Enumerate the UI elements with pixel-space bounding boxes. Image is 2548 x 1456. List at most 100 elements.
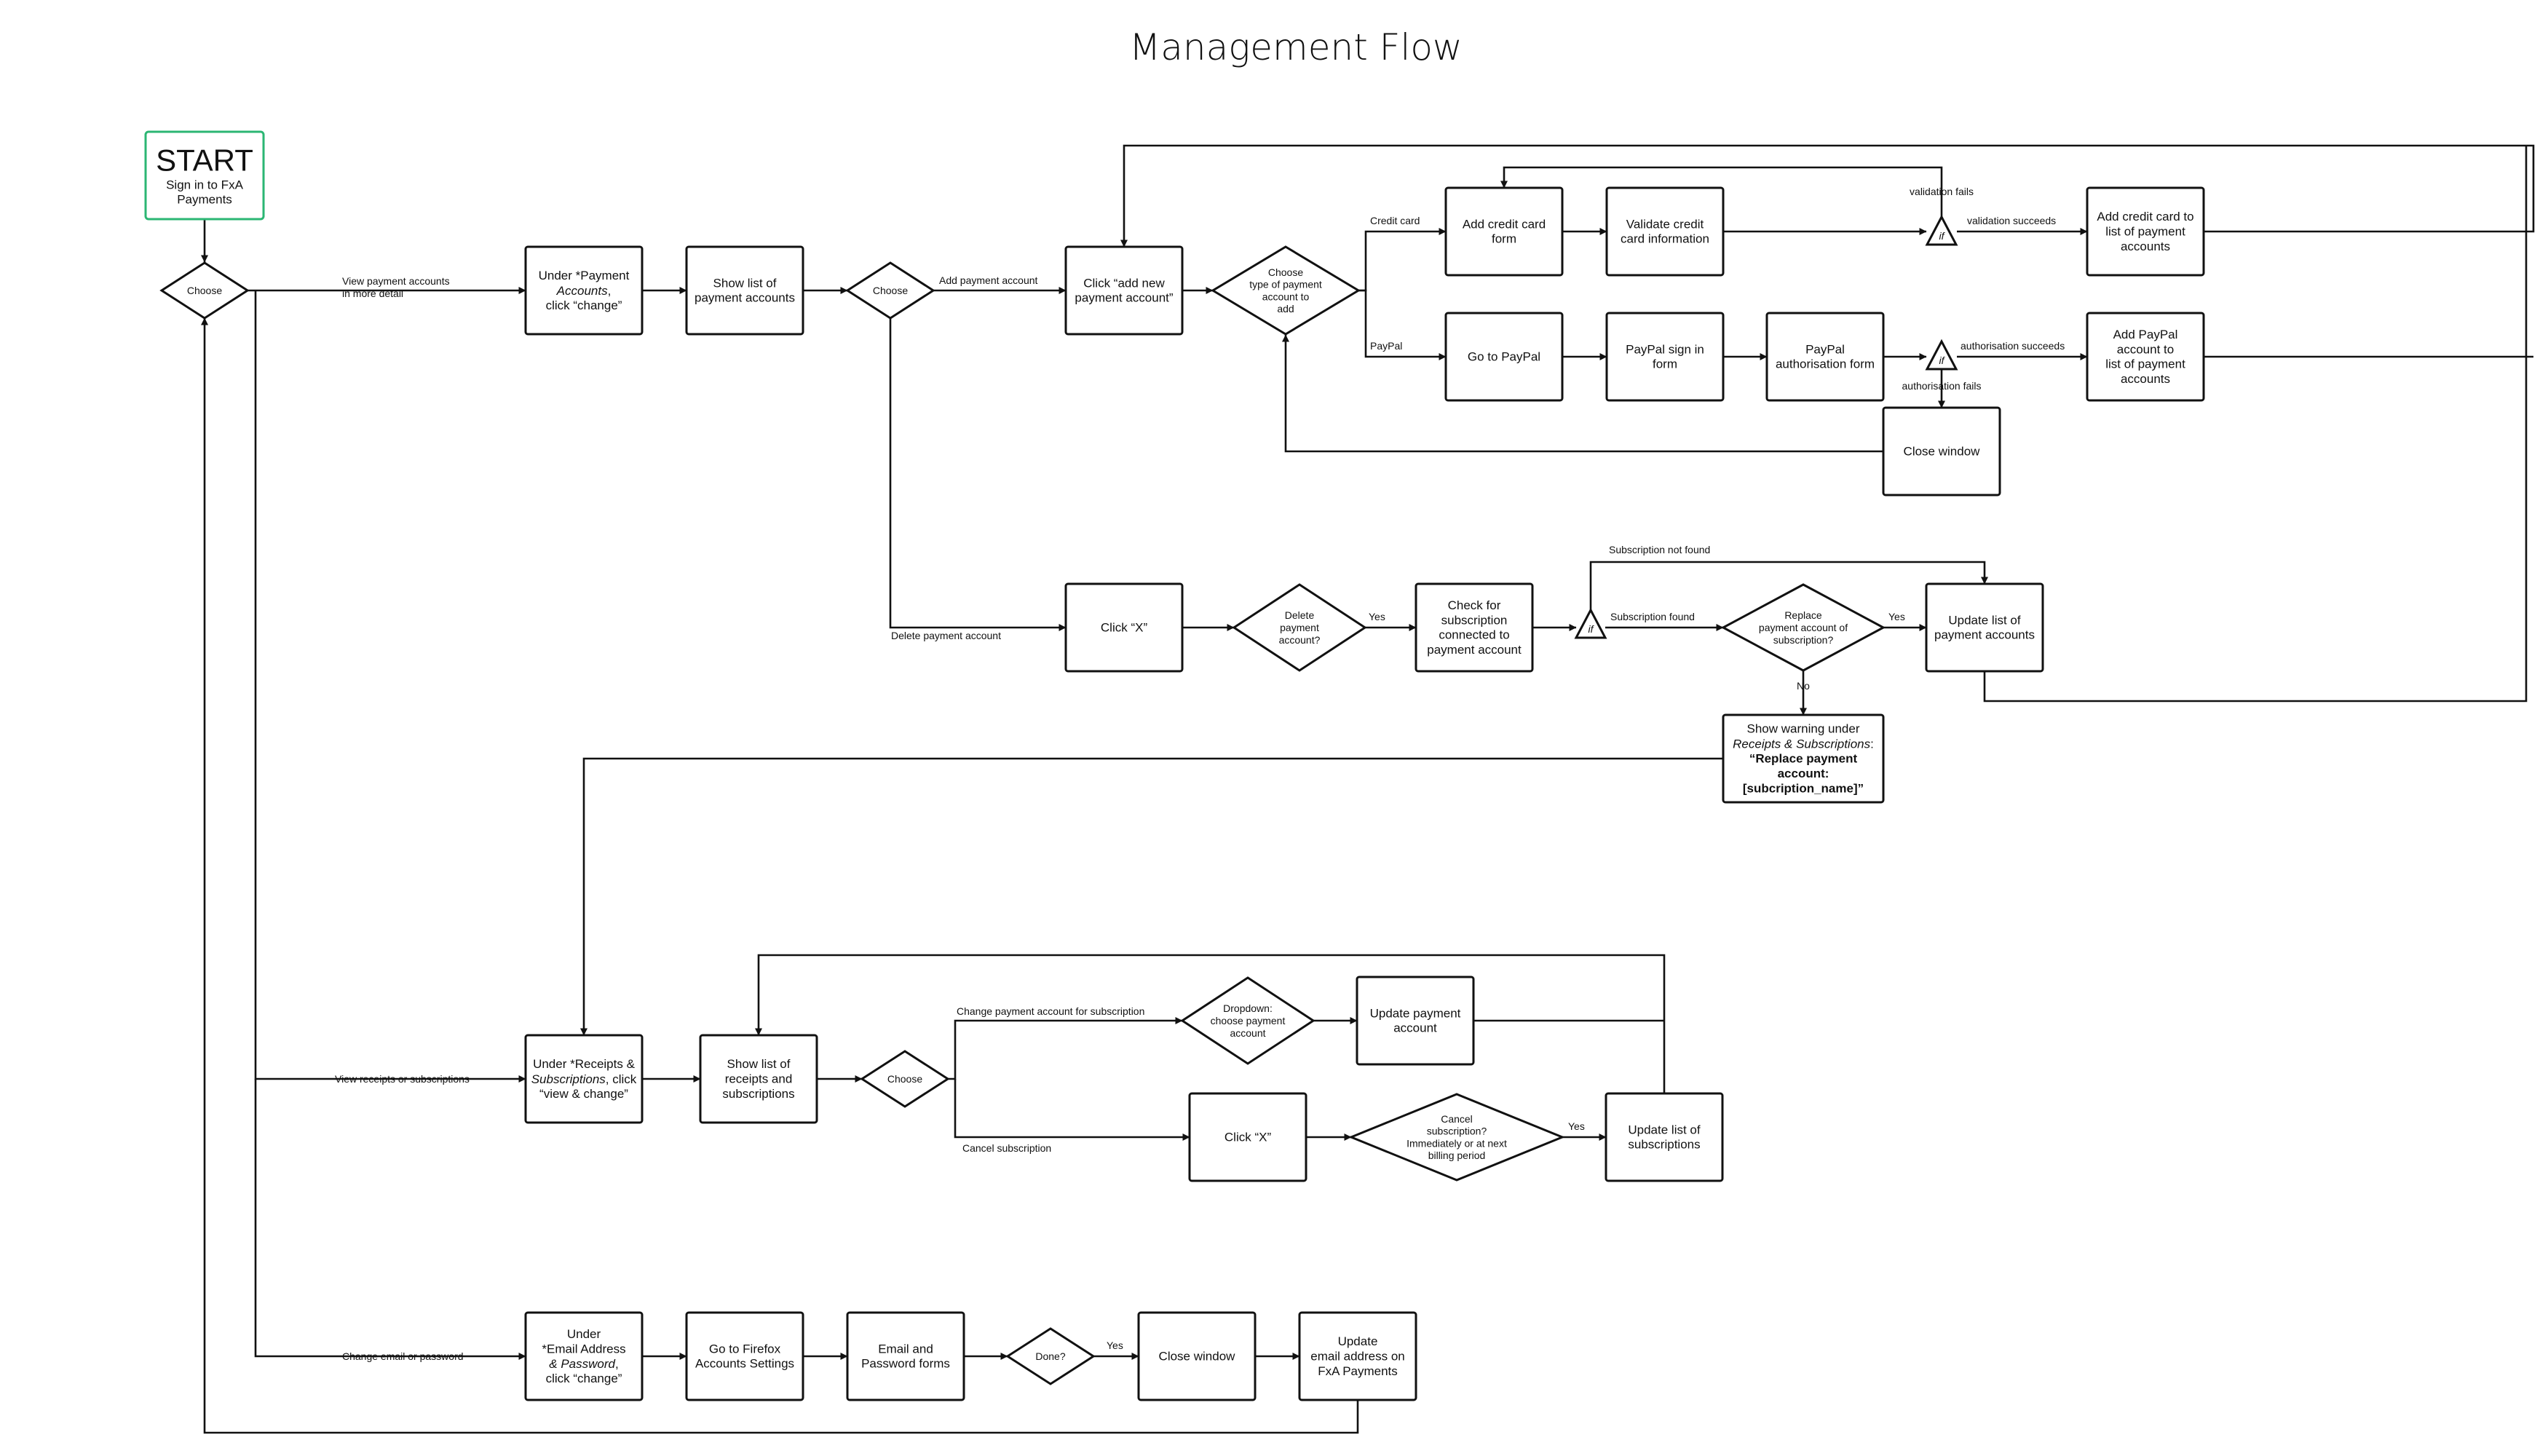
under-payment-accounts-line: Accounts, xyxy=(556,284,612,298)
edge-label-text: View payment accounts xyxy=(342,275,450,287)
warning-line: “Replace payment xyxy=(1749,752,1858,766)
close-window-email-line: Close window xyxy=(1159,1350,1236,1364)
edge-delete-payment xyxy=(889,318,1067,631)
edge-warning-to-receipts xyxy=(580,757,1723,1036)
d-choose-type-line: type of payment xyxy=(1249,279,1322,290)
d-replace-line: subscription? xyxy=(1773,634,1834,646)
if-validation-triangle: if xyxy=(1925,214,1958,246)
go-to-paypal-line: Go to PayPal xyxy=(1468,350,1540,364)
edge-label-cancel-subscription: Cancel subscription xyxy=(962,1142,1051,1154)
edge-label-text: Yes xyxy=(1369,611,1385,622)
d-dropdown-line: choose payment xyxy=(1211,1015,1286,1026)
edge-label-text: Delete payment account xyxy=(891,630,1001,641)
click-x-cancel-line: Click “X” xyxy=(1224,1131,1272,1144)
edge-label-add-payment: Add payment account xyxy=(939,274,1038,286)
edge-label-text: Cancel subscription xyxy=(962,1142,1051,1154)
under-receipts-line: “view & change” xyxy=(539,1087,628,1101)
warning-line: Show warning under xyxy=(1747,722,1860,736)
d-choose-main-decision: Choose xyxy=(159,261,250,320)
go-to-paypal-box: Go to PayPal xyxy=(1444,312,1564,402)
edge-label-text: Change email or password xyxy=(342,1350,464,1362)
email-password-forms-line: Email and xyxy=(878,1342,933,1356)
update-subscriptions-line: subscriptions xyxy=(1628,1138,1700,1152)
edge-credit-card xyxy=(1358,228,1447,292)
edge-validation-fails xyxy=(1500,166,1943,217)
under-payment-accounts-line: Under *Payment xyxy=(539,269,630,282)
click-add-new-line: payment account” xyxy=(1075,291,1173,305)
edge-label-validation-succeeds: validation succeeds xyxy=(1967,215,2056,226)
under-email-line: Under xyxy=(567,1327,601,1341)
add-paypal-to-list-line: list of payment xyxy=(2105,357,2185,371)
edge-update-loop xyxy=(1983,146,2528,703)
d-choose-payment-decision: Choose xyxy=(845,261,935,320)
add-cc-to-list-line: Add credit card to xyxy=(2097,210,2193,223)
go-to-firefox-line: Accounts Settings xyxy=(695,1357,794,1371)
edge-label-text: PayPal xyxy=(1370,340,1402,352)
edge-change-payment xyxy=(948,1017,1183,1080)
edge-label-text: authorisation succeeds xyxy=(1961,340,2065,352)
check-subscription-line: Check for xyxy=(1448,598,1501,612)
d-delete-line: account? xyxy=(1279,634,1321,646)
edge-label-text: in more detail xyxy=(342,288,403,299)
edge-cancel-subscription xyxy=(954,1079,1190,1141)
click-x-delete-line: Click “X” xyxy=(1101,621,1148,635)
d-delete-line: Delete xyxy=(1285,609,1315,621)
edge-cc-loop xyxy=(1120,144,2535,248)
edge-label-text: authorisation fails xyxy=(1902,380,1982,392)
edge-label-text: Yes xyxy=(1888,611,1905,622)
warning-line: Receipts & Subscriptions: xyxy=(1733,737,1874,751)
d-cancel-line: Cancel xyxy=(1441,1113,1473,1125)
check-subscription-line: connected to xyxy=(1439,628,1509,642)
validate-cc-line: card information xyxy=(1621,232,1709,246)
edge-label-no-replace: No xyxy=(1797,680,1810,692)
edge-label-text: validation succeeds xyxy=(1967,215,2056,226)
d-choose-type-line: account to xyxy=(1262,290,1310,302)
add-paypal-to-list-line: account to xyxy=(2117,342,2174,356)
under-receipts-line: Under *Receipts & xyxy=(533,1057,636,1071)
d-delete-line: payment xyxy=(1280,622,1319,633)
show-receipts-list-line: receipts and xyxy=(725,1072,793,1086)
add-cc-form-line: form xyxy=(1492,232,1516,246)
paypal-auth-line: authorisation form xyxy=(1776,357,1875,371)
d-done-line: Done? xyxy=(1035,1350,1065,1362)
if-label: if xyxy=(1939,355,1946,366)
show-payment-list-line: Show list of xyxy=(713,276,777,290)
update-payment-list-line: payment accounts xyxy=(1934,628,2035,642)
if-subscription-triangle: if xyxy=(1574,607,1607,639)
edge-label-text: No xyxy=(1797,680,1810,692)
edge-label-paypal: PayPal xyxy=(1370,340,1402,352)
d-choose-type-line: add xyxy=(1277,303,1294,314)
d-done-decision: Done? xyxy=(1005,1327,1096,1385)
d-choose-receipts-line: Choose xyxy=(887,1073,922,1085)
add-cc-to-list-line: accounts xyxy=(2121,240,2170,253)
update-email-line: FxA Payments xyxy=(1318,1364,1398,1378)
warning-line: [subcription_name]” xyxy=(1743,781,1864,795)
edge-label-subscription-not-found: Subscription not found xyxy=(1609,544,1710,555)
check-subscription-line: subscription xyxy=(1441,613,1508,627)
if-label: if xyxy=(1588,623,1595,635)
under-receipts-line: Subscriptions, click xyxy=(531,1072,637,1086)
d-cancel-line: subscription? xyxy=(1427,1125,1487,1137)
edge-label-change-email: Change email or password xyxy=(342,1350,464,1362)
d-replace-line: payment account of xyxy=(1759,622,1848,633)
connectors xyxy=(201,144,2535,1434)
under-email-box: Under*Email Address& Password,click “cha… xyxy=(524,1311,644,1401)
edge-label-text: Add payment account xyxy=(939,274,1038,286)
under-email-line: *Email Address xyxy=(542,1342,625,1356)
edge-label-authorisation-succeeds: authorisation succeeds xyxy=(1961,340,2065,352)
